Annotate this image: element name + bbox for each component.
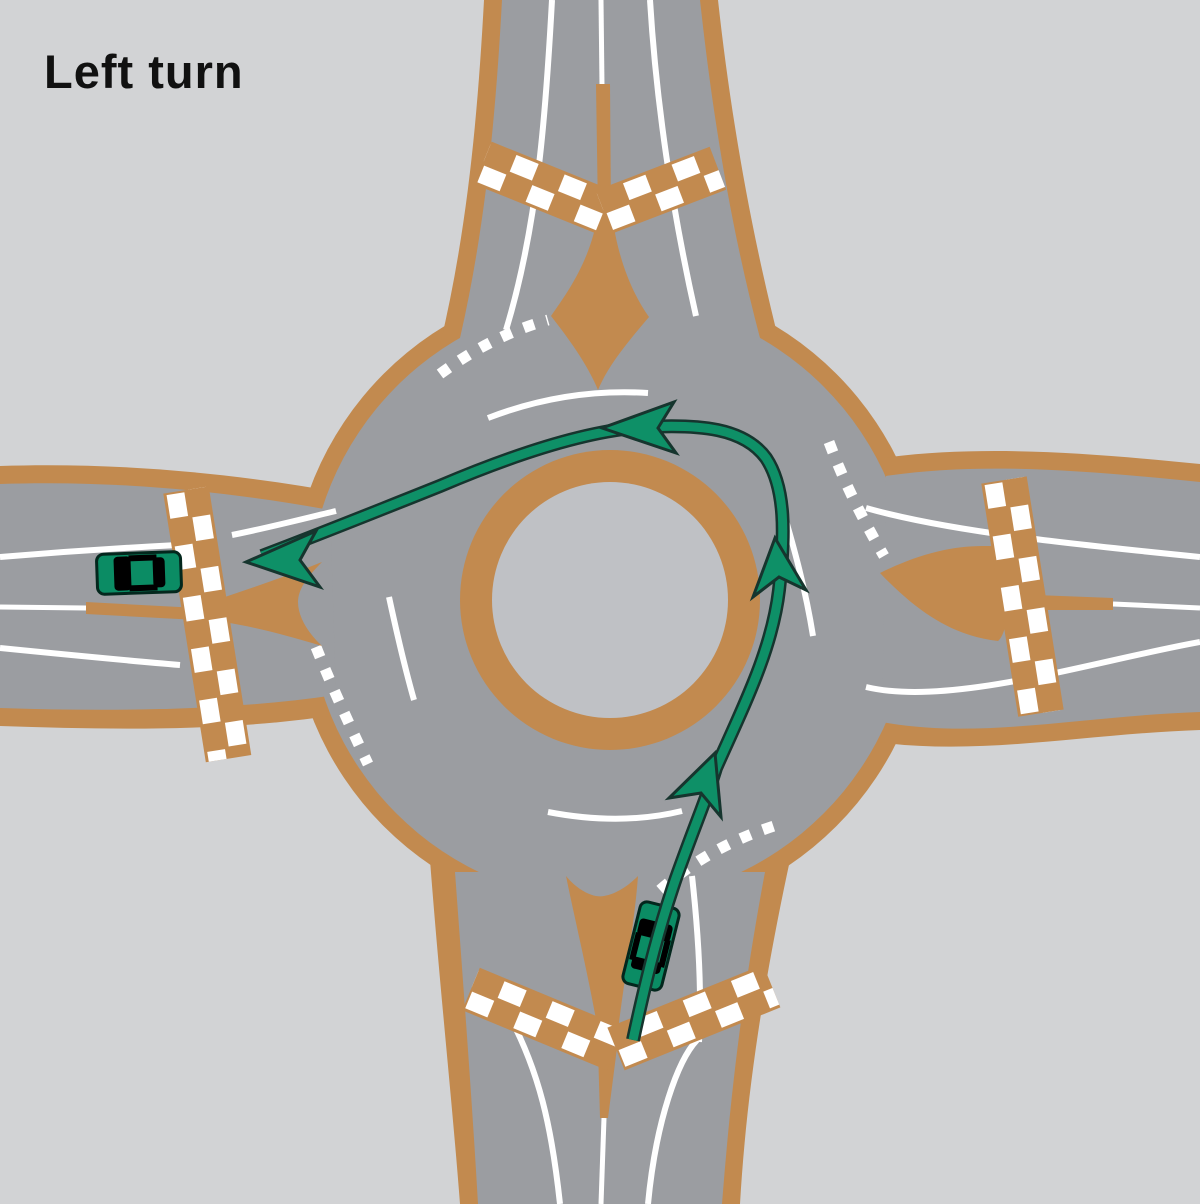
car-side-window — [129, 584, 158, 592]
car-side-window — [629, 931, 642, 961]
car-rear-window — [152, 557, 166, 588]
route-arrowhead-top — [597, 399, 680, 456]
median-strip-north — [596, 84, 611, 214]
guide-arc — [486, 389, 649, 421]
car-side-window — [128, 554, 157, 562]
lane-line — [647, 0, 699, 317]
central-island — [492, 482, 728, 718]
splitter-west — [198, 562, 322, 646]
crosswalk-north-right — [595, 146, 727, 234]
splitter-south — [566, 876, 638, 1049]
diagram-title: Left turn — [44, 45, 244, 98]
route-arrowhead-exit-west — [241, 527, 325, 590]
crosswalk-south-right — [607, 964, 781, 1071]
splitter-east — [880, 546, 1010, 641]
crosswalk-north-left — [474, 141, 615, 234]
splitter-islands — [86, 84, 1113, 1118]
guide-arc — [386, 596, 417, 701]
road-arm-west — [0, 483, 336, 710]
car-side-window — [658, 939, 671, 968]
lane-line — [231, 508, 337, 538]
median-strip-west — [86, 602, 198, 620]
lane-line — [0, 542, 179, 560]
lane-line — [0, 645, 181, 668]
median-line — [1112, 601, 1200, 611]
route-arrowhead-entry — [664, 749, 723, 822]
splitter-north — [551, 214, 649, 390]
route — [241, 399, 810, 1042]
car-windshield — [113, 556, 132, 591]
yield-line — [436, 314, 550, 379]
median-line — [598, 1117, 607, 1204]
route-path — [260, 421, 788, 1041]
pedestrian-crossings — [163, 141, 1064, 1071]
car-exiting — [95, 550, 183, 596]
crosswalk-west — [163, 486, 252, 763]
guide-arc — [547, 808, 683, 822]
median-line — [598, 0, 605, 87]
lane-line — [645, 1037, 700, 1204]
route-arrowhead-east — [749, 534, 810, 602]
crosswalk-east — [981, 476, 1064, 717]
median-line — [0, 604, 87, 611]
crosswalk-south-left — [462, 967, 625, 1071]
